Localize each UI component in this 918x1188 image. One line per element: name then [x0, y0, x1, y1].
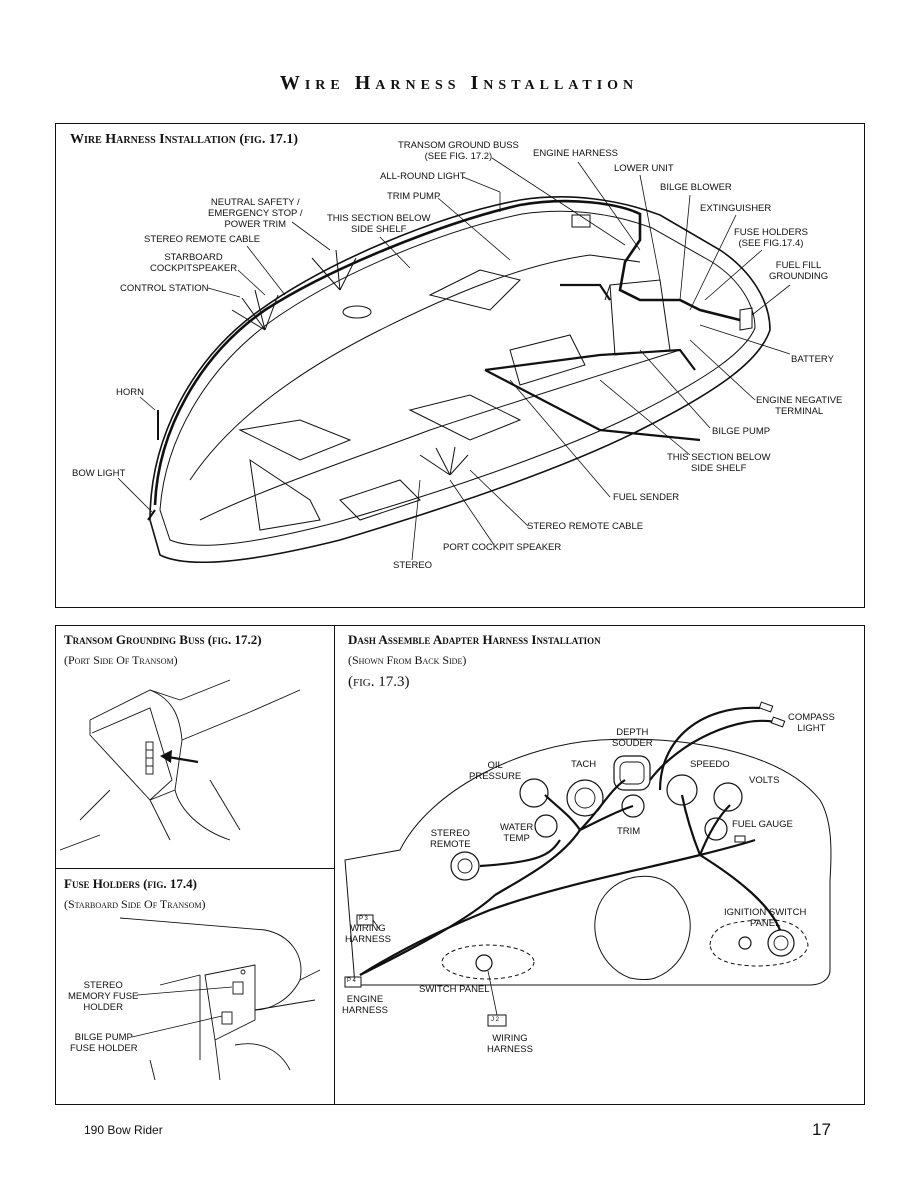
- plug-j2-label: J 2: [491, 1017, 500, 1023]
- label-bow-light: BOW LIGHT: [72, 468, 126, 479]
- footer-page-number: 17: [812, 1120, 831, 1139]
- figure-17-2-heading: Transom Grounding Buss (fig. 17.2): [64, 632, 262, 647]
- label-bilge-blower: BILGE BLOWER: [660, 182, 732, 193]
- figure-17-2-subheading: (Port Side Of Transom): [64, 653, 178, 667]
- label-tach: TACH: [571, 759, 597, 770]
- label-fuse-holders: FUSE HOLDERS(SEE FIG.17.4): [734, 227, 808, 249]
- label-stereo-remote-cable-top: STEREO REMOTE CABLE: [144, 234, 261, 245]
- label-control-station: CONTROL STATION: [120, 283, 209, 294]
- arrow-icon: [160, 750, 172, 763]
- plug-p3-label: P 3: [359, 916, 368, 922]
- label-speedo: SPEEDO: [690, 759, 730, 770]
- label-all-round-light: ALL-ROUND LIGHT: [380, 171, 466, 182]
- label-stereo-remote-cable-bottom: STEREO REMOTE CABLE: [527, 521, 644, 532]
- label-extinguisher: EXTINGUISHER: [700, 203, 772, 214]
- figure-17-4-heading: Fuse Holders (fig. 17.4): [64, 876, 197, 891]
- plug-p4-label: P 4: [347, 978, 356, 984]
- label-neutral-safety: NEUTRAL SAFETY /EMERGENCY STOP /POWER TR…: [208, 197, 303, 230]
- figure-17-3-ref: (fig. 17.3): [348, 674, 410, 690]
- label-trim-pump: TRIM PUMP: [387, 191, 441, 202]
- figure-17-4-subheading: (Starboard Side Of Transom): [64, 897, 206, 911]
- page-title: Wire Harness Installation: [279, 72, 639, 94]
- label-stereo: STEREO: [393, 560, 433, 571]
- label-battery: BATTERY: [791, 354, 834, 365]
- figure-17-3-subheading: (Shown From Back Side): [348, 653, 467, 667]
- figure-17-1-frame: [55, 123, 865, 608]
- label-bilge-pump: BILGE PUMP: [712, 426, 771, 437]
- label-horn: HORN: [116, 387, 144, 398]
- label-volts: VOLTS: [749, 775, 780, 786]
- label-trim: TRIM: [617, 826, 641, 837]
- label-lower-unit: LOWER UNIT: [614, 163, 674, 174]
- figure-17-1-heading: Wire Harness Installation (fig. 17.1): [70, 132, 298, 147]
- label-switch-panel: SWITCH PANEL: [419, 984, 490, 995]
- label-engine-harness: ENGINE HARNESS: [533, 148, 618, 159]
- footer-model: 190 Bow Rider: [84, 1123, 163, 1137]
- label-transom-ground-buss: TRANSOM GROUND BUSS(SEE FIG. 17.2): [398, 140, 519, 162]
- label-fuel-sender: FUEL SENDER: [613, 492, 680, 503]
- label-port-cockpit-speaker: PORT COCKPIT SPEAKER: [443, 542, 562, 553]
- figure-17-3-heading: Dash Assemble Adapter Harness Installati…: [348, 632, 601, 647]
- label-fuel-gauge: FUEL GAUGE: [732, 819, 793, 830]
- figure-17-3-frame: [334, 625, 865, 1105]
